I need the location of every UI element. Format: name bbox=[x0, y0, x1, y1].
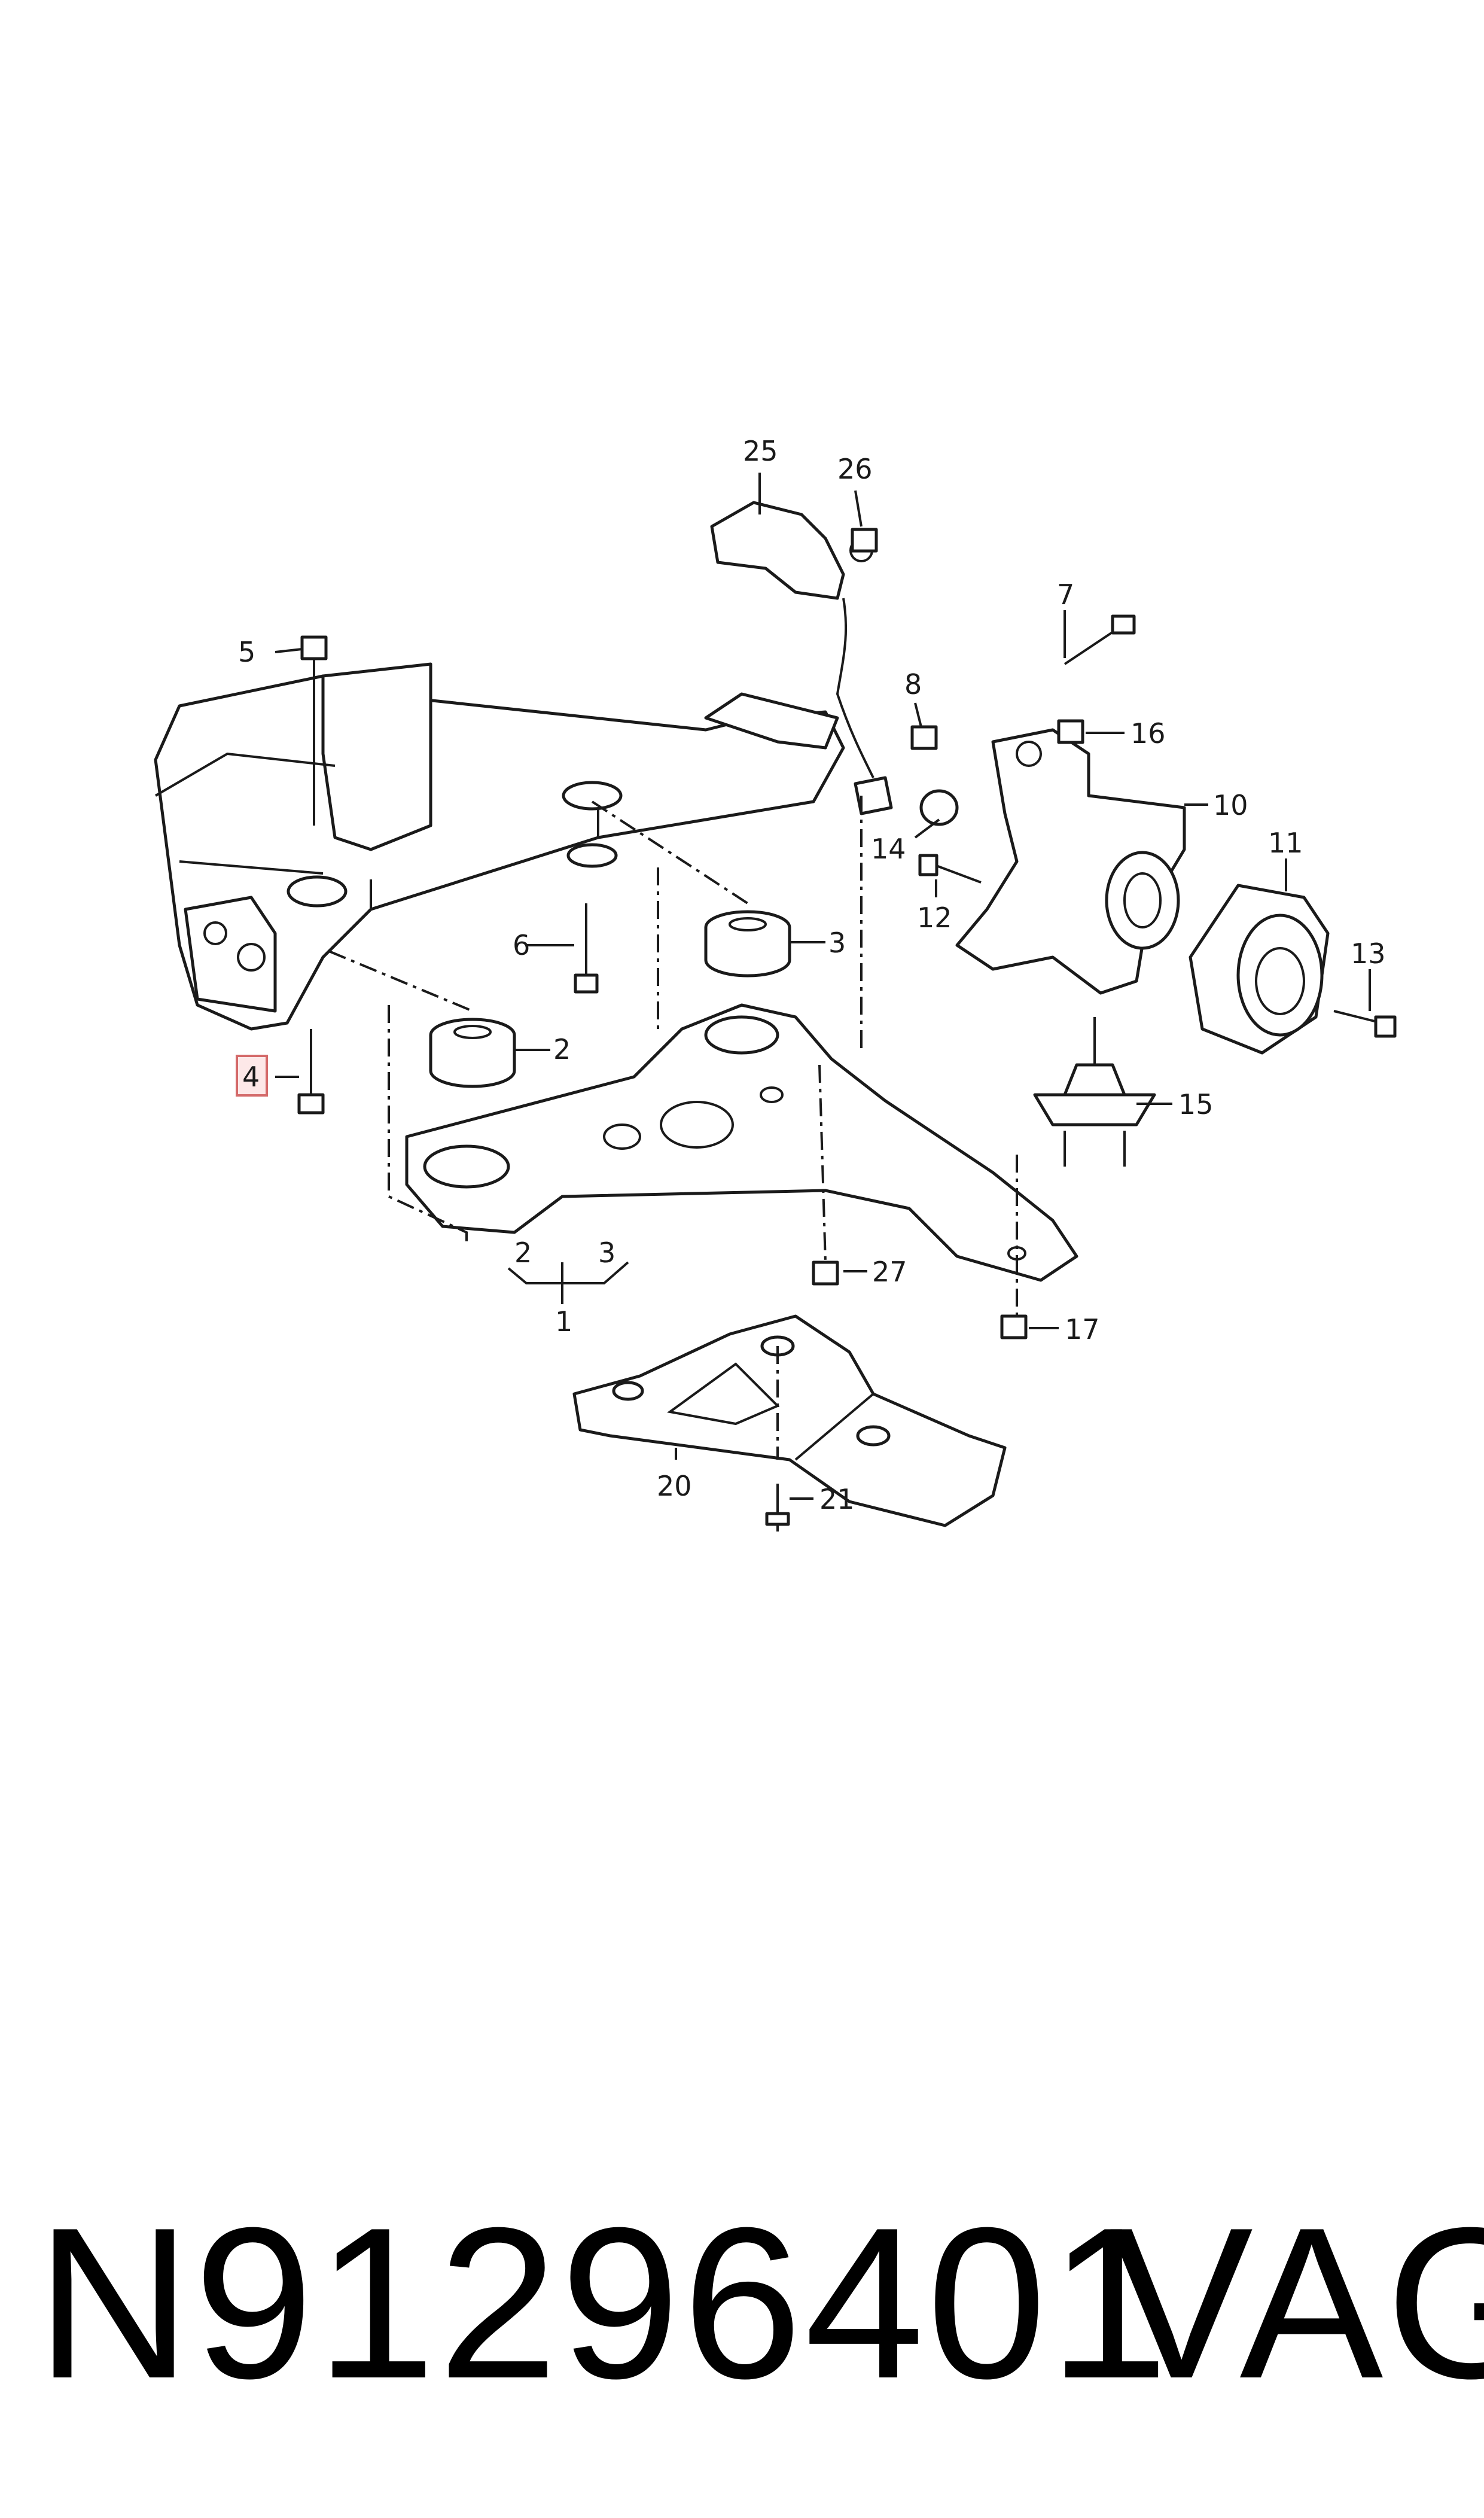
bolt-12 bbox=[918, 854, 982, 884]
nut-16 bbox=[1057, 719, 1084, 744]
nut-26 bbox=[851, 528, 878, 553]
callout-4: 4 bbox=[242, 1061, 260, 1093]
callout-25: 25 bbox=[743, 435, 778, 467]
callout-7: 7 bbox=[1057, 578, 1074, 611]
ball-joint bbox=[1033, 1017, 1156, 1167]
screw-21 bbox=[765, 1484, 790, 1531]
bushing-2 bbox=[429, 1018, 516, 1088]
callout-3-bushing: 3 bbox=[828, 927, 846, 959]
part-number: N91296401 bbox=[36, 2183, 1171, 2423]
callout-15: 15 bbox=[1178, 1088, 1214, 1121]
callout-1: 1 bbox=[555, 1305, 572, 1338]
callout-2-group: 2 bbox=[514, 1237, 532, 1269]
bolt-4 bbox=[297, 1029, 325, 1115]
callout-8: 8 bbox=[904, 668, 922, 701]
leader-lines bbox=[275, 473, 1371, 1500]
callout-11: 11 bbox=[1268, 827, 1303, 859]
callout-4-highlight bbox=[236, 1055, 268, 1097]
exploded-parts-diagram: 5 4 6 2 3 2 3 1 25 26 7 8 16 10 14 11 12… bbox=[154, 435, 1397, 1531]
callout-14: 14 bbox=[871, 833, 906, 865]
callout-2-bushing: 2 bbox=[553, 1033, 571, 1065]
callout-21: 21 bbox=[819, 1483, 855, 1515]
callout-26: 26 bbox=[837, 453, 873, 485]
nut-17 bbox=[1000, 1314, 1028, 1339]
level-sensor-link bbox=[710, 501, 893, 815]
callout-17: 17 bbox=[1065, 1313, 1100, 1345]
nut-8 bbox=[910, 725, 938, 750]
nut-27 bbox=[812, 1260, 839, 1286]
assembly-lines bbox=[328, 796, 1018, 1460]
brand-name: VAG bbox=[1110, 2183, 1484, 2423]
bolt-7 bbox=[1064, 614, 1136, 665]
callout-16: 16 bbox=[1130, 717, 1166, 750]
callout-10: 10 bbox=[1213, 789, 1248, 821]
control-arm bbox=[405, 1003, 1078, 1282]
wheel-hub bbox=[1189, 884, 1330, 1055]
callout-5: 5 bbox=[238, 636, 255, 668]
nut-5 bbox=[300, 635, 328, 826]
callout-3-group: 3 bbox=[598, 1237, 615, 1269]
callout-6: 6 bbox=[513, 929, 530, 961]
callout-12: 12 bbox=[917, 902, 952, 934]
bolt-6 bbox=[574, 903, 599, 994]
callout-20: 20 bbox=[657, 1470, 692, 1502]
bushing-3 bbox=[704, 910, 791, 978]
cap-14 bbox=[919, 789, 959, 826]
bolt-13 bbox=[1333, 1010, 1397, 1038]
underbody-shield bbox=[572, 1314, 1007, 1527]
steering-knuckle bbox=[955, 728, 1186, 995]
callout-13: 13 bbox=[1351, 937, 1386, 970]
subframe bbox=[154, 662, 845, 1031]
callout-27: 27 bbox=[872, 1256, 907, 1288]
